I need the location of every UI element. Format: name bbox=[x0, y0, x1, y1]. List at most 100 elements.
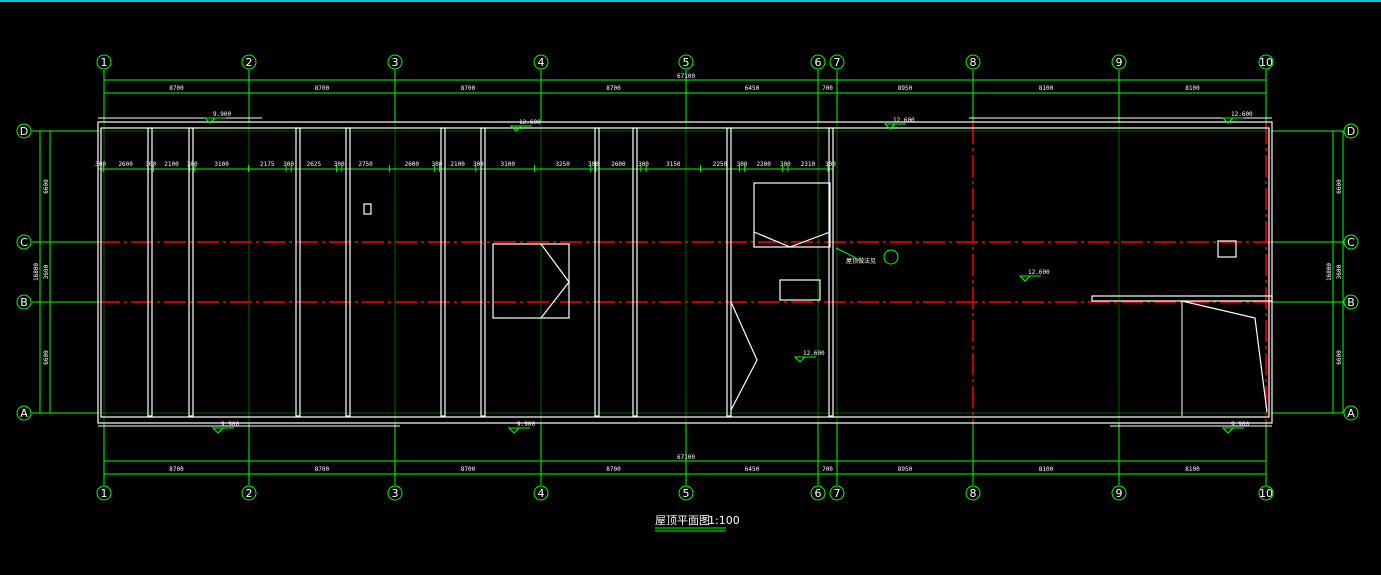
room-dimension: 300 bbox=[431, 161, 442, 168]
elevation-value: 9.900 bbox=[1231, 421, 1249, 428]
room-dimension: 300 bbox=[588, 161, 599, 168]
canopy-slope bbox=[1181, 300, 1268, 413]
roof-hatch-box bbox=[492, 243, 570, 319]
room-dimension: 300 bbox=[825, 161, 836, 168]
room-dimension: 2100 bbox=[164, 161, 179, 168]
axis-bubble-D bbox=[1343, 123, 1359, 139]
elevation-value: 9.900 bbox=[221, 421, 239, 428]
side-total-dimension: 16800 bbox=[1326, 263, 1333, 281]
axis-label-10: 10 bbox=[1259, 56, 1273, 69]
partition-wall bbox=[295, 127, 301, 417]
side-dimension: 6600 bbox=[43, 350, 50, 365]
elevation-value: 12.600 bbox=[1028, 269, 1050, 276]
leader-line bbox=[835, 247, 857, 259]
slope-line bbox=[730, 301, 758, 411]
axis-label-B: B bbox=[20, 296, 28, 309]
window-top-border bbox=[0, 0, 1381, 2]
axis-bubble-8 bbox=[965, 485, 981, 501]
axis-label-C: C bbox=[1347, 236, 1355, 249]
bay-dimension: 6450 bbox=[745, 466, 760, 473]
axis-label-6: 6 bbox=[815, 487, 822, 500]
axis-label-A: A bbox=[1347, 407, 1355, 420]
axis-label-3: 3 bbox=[392, 487, 399, 500]
axis-bubble-C bbox=[16, 234, 32, 250]
axis-bubble-1 bbox=[96, 54, 112, 70]
axis-label-5: 5 bbox=[683, 487, 690, 500]
partition-wall bbox=[440, 127, 446, 417]
axis-bubble-5 bbox=[678, 54, 694, 70]
room-dimension: 300 bbox=[283, 161, 294, 168]
side-dimension: 3600 bbox=[1336, 264, 1343, 279]
room-dimension: 300 bbox=[334, 161, 345, 168]
partition-wall bbox=[188, 127, 194, 417]
bay-dimension: 8700 bbox=[315, 85, 330, 92]
room-dimension: 2310 bbox=[801, 161, 816, 168]
side-total-dimension: 16800 bbox=[33, 263, 40, 281]
axis-label-8: 8 bbox=[970, 487, 977, 500]
drawing-title: 屋顶平面图 1:100 bbox=[655, 514, 740, 532]
bay-dimension: 700 bbox=[822, 466, 833, 473]
bay-dimension: 8700 bbox=[461, 85, 476, 92]
bay-dimension: 8700 bbox=[169, 466, 184, 473]
axis-label-D: D bbox=[1347, 125, 1355, 138]
room-dimension: 2200 bbox=[756, 161, 771, 168]
room-dimension: 2250 bbox=[713, 161, 728, 168]
axis-label-1: 1 bbox=[101, 56, 108, 69]
axis-bubble-3 bbox=[387, 54, 403, 70]
axis-bubble-4 bbox=[533, 54, 549, 70]
elevation-marker bbox=[1018, 275, 1032, 282]
bay-dimension: 8700 bbox=[315, 466, 330, 473]
room-dimension: 300 bbox=[145, 161, 156, 168]
bay-dimension: 8700 bbox=[606, 466, 621, 473]
axis-bubble-C bbox=[1343, 234, 1359, 250]
room-dimension: 2175 bbox=[260, 161, 275, 168]
room-dimension: 3250 bbox=[555, 161, 570, 168]
bay-dimension: 8100 bbox=[1185, 85, 1200, 92]
bay-dimension: 6450 bbox=[745, 85, 760, 92]
detail-callout-icon bbox=[883, 249, 899, 265]
axis-label-2: 2 bbox=[246, 56, 253, 69]
partition-wall bbox=[594, 127, 600, 417]
partition-wall bbox=[726, 127, 732, 417]
room-dimension: 2600 bbox=[118, 161, 133, 168]
axis-label-4: 4 bbox=[538, 487, 545, 500]
walls bbox=[97, 117, 1273, 427]
axis-label-B: B bbox=[1347, 296, 1355, 309]
elevation-value: 9.900 bbox=[213, 111, 231, 118]
axis-bubble-7 bbox=[829, 485, 845, 501]
elevation-marker bbox=[1221, 427, 1235, 434]
building-outline bbox=[97, 121, 1273, 424]
axis-label-9: 9 bbox=[1116, 487, 1123, 500]
small-box bbox=[779, 279, 821, 301]
side-dimension: 6600 bbox=[43, 179, 50, 194]
axis-label-7: 7 bbox=[834, 56, 841, 69]
room-dimension: 300 bbox=[638, 161, 649, 168]
axis-bubble-3 bbox=[387, 485, 403, 501]
axis-bubble-A bbox=[16, 405, 32, 421]
axis-bubble-10 bbox=[1258, 485, 1274, 501]
bay-dimension: 8700 bbox=[169, 85, 184, 92]
bay-dimension: 8700 bbox=[606, 85, 621, 92]
elevation-value: 12.600 bbox=[1231, 111, 1253, 118]
room-dimension: 2600 bbox=[405, 161, 420, 168]
side-dimension: 6600 bbox=[1336, 179, 1343, 194]
title-text: 屋顶平面图 bbox=[655, 514, 710, 527]
room-dimension: 3100 bbox=[214, 161, 229, 168]
axis-label-A: A bbox=[20, 407, 28, 420]
partition-wall bbox=[480, 127, 486, 417]
partition-wall bbox=[828, 127, 834, 417]
bay-dimension: 8100 bbox=[1039, 85, 1054, 92]
axis-bubble-5 bbox=[678, 485, 694, 501]
side-dimension: 6600 bbox=[1336, 350, 1343, 365]
bay-dimension: 8950 bbox=[898, 85, 913, 92]
axis-label-D: D bbox=[20, 125, 28, 138]
centerlines bbox=[98, 122, 1272, 423]
axis-bubble-2 bbox=[241, 54, 257, 70]
axis-label-10: 10 bbox=[1259, 487, 1273, 500]
room-dimension: 300 bbox=[737, 161, 748, 168]
axis-bubble-7 bbox=[829, 54, 845, 70]
bay-dimension: 8100 bbox=[1039, 466, 1054, 473]
axis-label-4: 4 bbox=[538, 56, 545, 69]
bay-dimension: 700 bbox=[822, 85, 833, 92]
